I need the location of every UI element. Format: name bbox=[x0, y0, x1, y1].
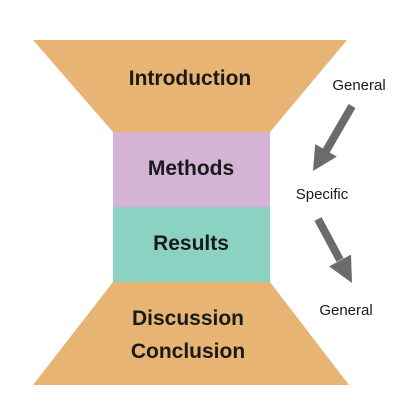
specific-label: Specific bbox=[296, 186, 349, 203]
conclusion-label: Conclusion bbox=[131, 340, 245, 363]
arrow-down-left-icon bbox=[313, 103, 356, 171]
methods-label: Methods bbox=[148, 157, 234, 180]
introduction-shape bbox=[33, 40, 347, 132]
arrow-down-right-icon bbox=[314, 217, 352, 283]
general-top-label: General bbox=[332, 77, 385, 94]
introduction-label: Introduction bbox=[129, 67, 251, 90]
methods-box bbox=[113, 132, 270, 207]
results-box bbox=[113, 207, 270, 282]
discussion-conclusion-shape bbox=[33, 282, 349, 385]
general-bottom-label: General bbox=[319, 302, 372, 319]
results-label: Results bbox=[153, 232, 229, 255]
discussion-label: Discussion bbox=[132, 307, 244, 330]
